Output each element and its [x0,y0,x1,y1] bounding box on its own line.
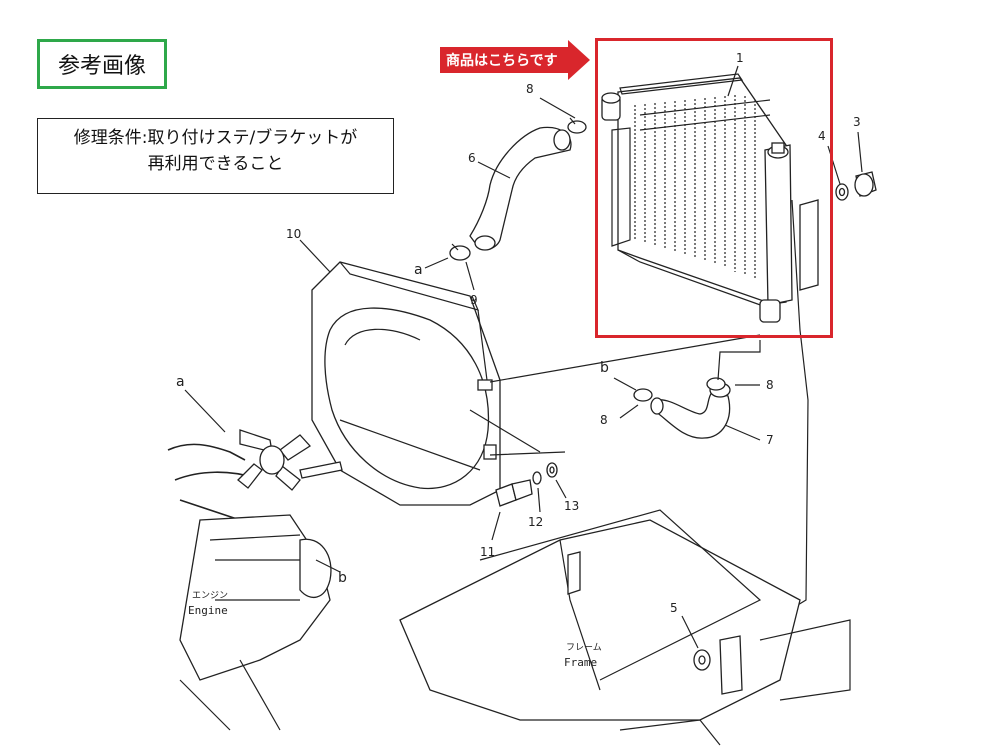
upper-hose [424,97,587,291]
frame-en-label: Frame [564,656,597,669]
engine-kana-label: エンジン [192,591,228,601]
part-label-1: 1 [736,51,744,65]
part-label-9: 9 [470,293,478,307]
arrow-right-icon [568,40,590,80]
radiator-illustration [601,73,819,641]
repair-condition-box: 修理条件:取り付けステ/ブラケットが 再利用できること [37,118,394,194]
part-label-11: 11 [480,545,495,559]
fan-shroud [299,239,761,506]
part-label-10: 10 [286,227,301,241]
reference-image-badge: 参考画像 [37,39,167,89]
product-pointer-text: 商品はこちらです [446,53,558,69]
connection-b-engine: b [338,570,347,586]
part-label-8-upper: 8 [526,82,534,96]
arrow-bar [440,47,572,73]
engine-en-label: Engine [188,604,228,617]
repair-condition-line2: 再利用できること [147,154,284,174]
part-label-5: 5 [670,601,678,615]
part-label-13: 13 [564,499,579,513]
lower-hose [613,340,761,441]
repair-condition-line1: 修理条件:取り付けステ/ブラケットが [73,128,358,148]
bolt-washers [491,462,567,541]
reference-image-text: 参考画像 [57,54,146,79]
connection-a-engine: a [176,374,185,390]
product-pointer-arrow: 商品はこちらです [440,40,590,80]
product-highlight-box [595,38,833,338]
part-label-12: 12 [528,515,543,529]
part-label-8-right: 8 [766,378,774,392]
part-label-3: 3 [853,115,861,129]
connection-b-lower: b [600,360,609,376]
cap-parts [827,131,877,201]
part-label-6: 6 [468,151,476,165]
part-label-4: 4 [818,129,826,143]
part-label-7: 7 [766,433,774,447]
frame-kana-label: フレーム [566,642,602,653]
connection-a-upper: a [414,262,423,278]
frame-illustration [399,509,851,746]
part-label-8-left: 8 [600,413,608,427]
engine-illustration [167,389,343,731]
